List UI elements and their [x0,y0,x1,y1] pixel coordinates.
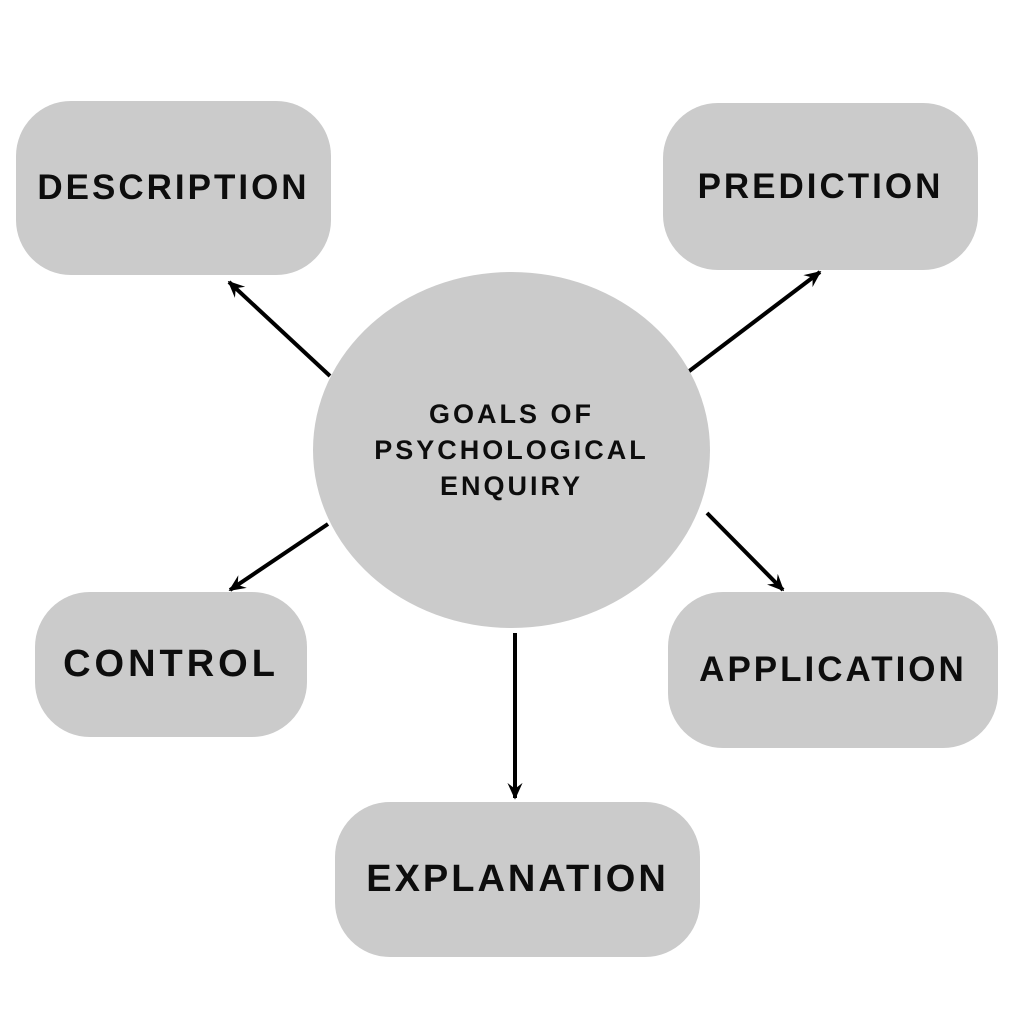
node-description-label: DESCRIPTION [37,168,310,207]
node-explanation-label: EXPLANATION [366,858,669,900]
center-label-line-3: ENQUIRY [439,471,583,501]
arrow-center-to-prediction [686,270,822,374]
arrow-center-to-control [228,522,330,592]
node-control: CONTROL [35,592,307,737]
arrow-center-to-description [227,280,332,378]
node-explanation: EXPLANATION [335,802,700,957]
arrow-center-to-application [705,511,785,592]
node-control-label: CONTROL [63,643,279,685]
center-node-goals-of-psychological-enquiry: GOALS OF PSYCHOLOGICAL ENQUIRY [313,272,710,628]
node-prediction-label: PREDICTION [697,166,944,206]
node-application-label: APPLICATION [699,650,967,689]
node-description: DESCRIPTION [16,101,331,275]
node-prediction: PREDICTION [663,103,978,270]
center-label-line-2: PSYCHOLOGICAL [374,435,649,465]
node-application: APPLICATION [668,592,998,748]
center-label-line-1: GOALS OF [429,399,594,429]
